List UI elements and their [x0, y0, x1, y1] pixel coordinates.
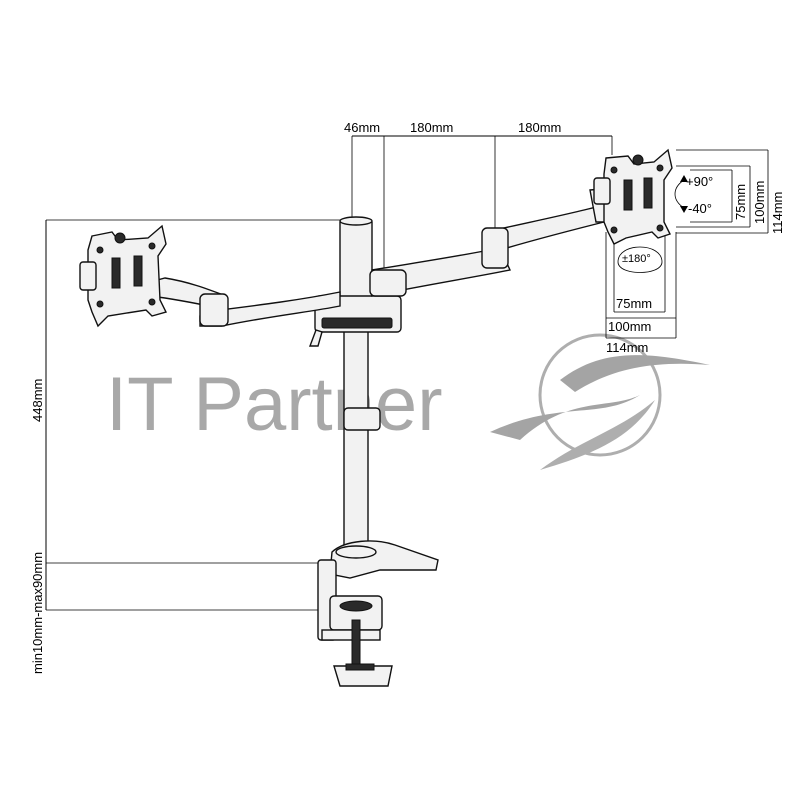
dim-vesa-h-75: 75mm	[616, 296, 652, 311]
pole	[339, 216, 381, 551]
knob-icon-right	[632, 154, 644, 166]
dim-clamp-range: min10mm-max90mm	[30, 552, 45, 674]
dim-top-180-a: 180mm	[410, 120, 453, 135]
rotation-label: ±180°	[622, 253, 651, 265]
cable-clip	[343, 407, 381, 431]
dimension-lines	[45, 135, 769, 611]
watermark: IT Partner	[106, 333, 710, 470]
dim-vesa-v-114: 114mm	[770, 192, 785, 234]
desk-clamp	[317, 540, 439, 687]
dim-vesa-h-114: 114mm	[606, 340, 648, 355]
tilt-down-label: -40°	[688, 201, 712, 216]
left-vesa-plate	[79, 224, 168, 328]
dim-top-46: 46mm	[344, 120, 380, 135]
arrow-down-icon	[680, 206, 688, 213]
arrow-up-icon	[680, 175, 688, 182]
clamp-screw	[351, 619, 361, 669]
dim-vesa-h-100: 100mm	[608, 319, 651, 334]
dim-top-180-b: 180mm	[518, 120, 561, 135]
rotation-arrow-icon	[617, 246, 663, 273]
dim-vesa-v-100: 100mm	[752, 181, 767, 224]
watermark-text: IT Partner	[106, 362, 443, 447]
dim-pole-height: 448mm	[30, 379, 45, 422]
tilt-up-label: +90°	[686, 174, 713, 189]
right-arm	[369, 187, 619, 297]
dimension-labels: 46mm 180mm 180mm 448mm min10mm-max90mm 7…	[30, 120, 785, 674]
tilt-arrows	[617, 175, 688, 273]
left-arm	[149, 277, 341, 327]
dim-vesa-v-75: 75mm	[733, 184, 748, 220]
watermark-logo	[490, 333, 710, 470]
arm-hub	[308, 295, 402, 347]
knob-icon	[114, 232, 126, 244]
right-vesa-plate	[593, 148, 673, 245]
